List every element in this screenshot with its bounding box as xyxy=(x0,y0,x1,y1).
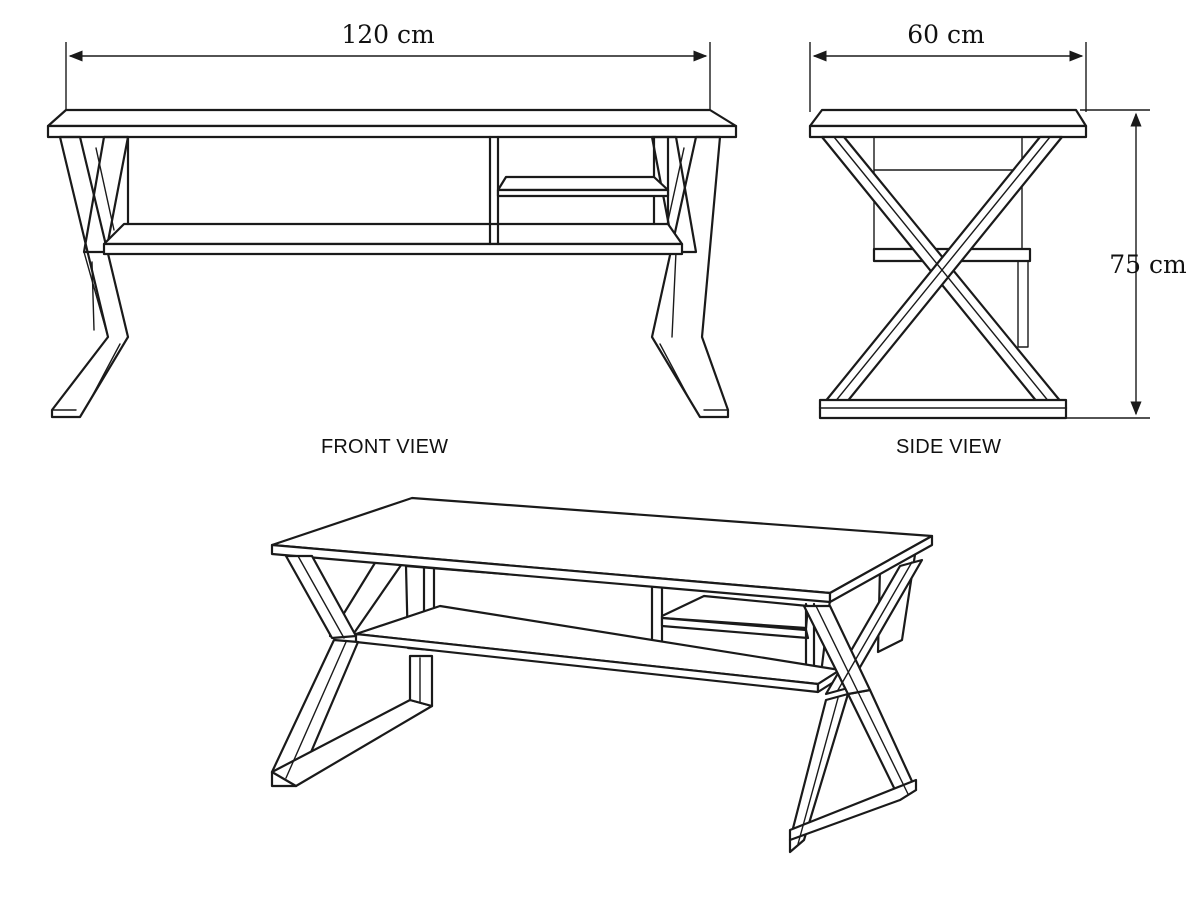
side-view-drawing: 60 cm 75 cm xyxy=(808,20,1187,420)
depth-dimension-line xyxy=(809,42,1087,112)
front-view-label: FRONT VIEW xyxy=(321,436,449,458)
front-view-drawing: 120 cm xyxy=(46,20,738,419)
width-dimension-line xyxy=(65,42,711,112)
side-cross-legs xyxy=(818,135,1068,410)
front-cabinet-panels xyxy=(126,135,670,246)
depth-dimension-label: 60 cm xyxy=(907,20,985,49)
side-foot-bar xyxy=(818,398,1068,420)
front-lower-shelf xyxy=(102,222,684,256)
perspective-view-drawing xyxy=(270,496,934,854)
side-view-label: SIDE VIEW xyxy=(896,436,1002,458)
front-right-leg xyxy=(650,135,730,419)
perspective-front-left-leg xyxy=(270,554,434,788)
height-dimension-label: 75 cm xyxy=(1109,250,1187,279)
height-dimension-line xyxy=(1066,109,1150,419)
width-dimension-label: 120 cm xyxy=(341,20,435,49)
front-left-leg xyxy=(50,135,130,419)
perspective-tabletop xyxy=(270,496,934,604)
side-tabletop xyxy=(808,108,1088,139)
perspective-front-right-leg xyxy=(788,558,924,854)
front-tabletop xyxy=(46,108,738,139)
